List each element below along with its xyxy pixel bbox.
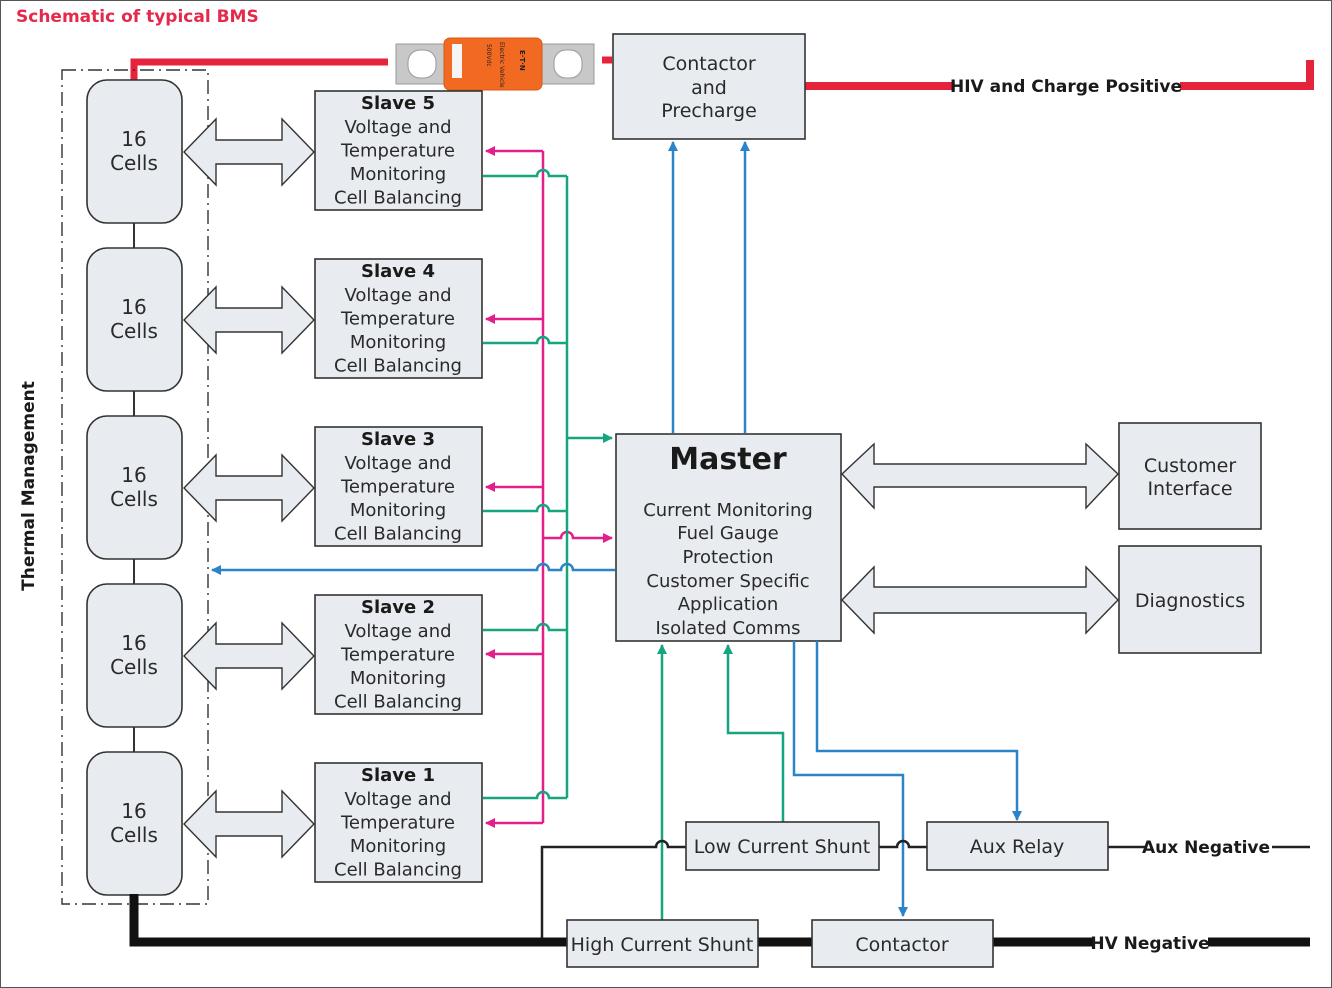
hv-positive-bus (130, 56, 1314, 90)
slave-function: Voltage and (344, 285, 451, 306)
customer-interface-box[interactable]: Customer Interface (1118, 422, 1262, 530)
fuse-icon: E·T·N Electric Vehicle 500Vdc (395, 37, 595, 91)
slave-5-box[interactable]: Slave 5 Voltage andTemperatureMonitoringC… (314, 90, 483, 211)
aux-negative-line (540, 839, 1310, 940)
slave-function: Cell Balancing (334, 188, 462, 209)
fuse-brand: E·T·N (518, 50, 526, 71)
fuse-line1: Electric Vehicle (498, 42, 505, 88)
slave-3-box[interactable]: Slave 3 Voltage andTemperatureMonitoringC… (314, 426, 483, 547)
slave-function: Monitoring (350, 164, 446, 185)
cell-count: 16 (121, 463, 146, 487)
slave-function: Cell Balancing (334, 692, 462, 713)
thermal-management-label: Thermal Management (19, 381, 39, 591)
cell-label: Cells (110, 487, 158, 511)
cell-slave-arrow (183, 789, 315, 859)
cell-count: 16 (121, 295, 146, 319)
slave-function: Temperature (340, 813, 455, 834)
master-feature: Fuel Gauge (677, 523, 778, 544)
slave-function: Voltage and (344, 453, 451, 474)
contactor-precharge-line: Precharge (661, 100, 757, 122)
slave-4-box[interactable]: Slave 4 Voltage andTemperatureMonitoringC… (314, 258, 483, 379)
slave-2-box[interactable]: Slave 2 Voltage andTemperatureMonitoringC… (314, 594, 483, 715)
slave-function: Cell Balancing (334, 524, 462, 545)
slave-name: Slave 1 (361, 765, 435, 786)
cell-slave-arrow (183, 117, 315, 187)
high-current-shunt-label: High Current Shunt (571, 934, 754, 956)
aux-relay-box[interactable]: Aux Relay (926, 821, 1109, 871)
customer-interface-line: Customer (1144, 455, 1236, 477)
slave-function: Cell Balancing (334, 860, 462, 881)
low-current-shunt-box[interactable]: Low Current Shunt (685, 821, 880, 871)
aux-negative-label: Aux Negative (1142, 838, 1270, 858)
master-feature: Application (678, 594, 779, 615)
relay-control-lines (792, 641, 1022, 917)
cell-count: 16 (121, 127, 146, 151)
thermal-control-line (211, 562, 615, 575)
cell-count: 16 (121, 631, 146, 655)
slave-name: Slave 4 (361, 261, 435, 282)
slave-1-box[interactable]: Slave 1 Voltage andTemperatureMonitoringC… (314, 762, 483, 883)
low-current-shunt-label: Low Current Shunt (694, 836, 871, 858)
slave-function: Temperature (340, 645, 455, 666)
slave-function: Voltage and (344, 117, 451, 138)
master-diagnostics-arrow (841, 565, 1119, 635)
slave-function: Temperature (340, 477, 455, 498)
slave-function: Monitoring (350, 668, 446, 689)
slave-function: Monitoring (350, 500, 446, 521)
cell-slave-arrow (183, 285, 315, 355)
contactor-precharge-box[interactable]: Contactor and Precharge (612, 33, 806, 140)
master-feature: Isolated Comms (655, 618, 800, 639)
master-feature: Current Monitoring (643, 500, 813, 521)
hv-positive-label: HIV and Charge Positive (950, 77, 1182, 97)
slave-name: Slave 3 (361, 429, 435, 450)
slave-function: Cell Balancing (334, 356, 462, 377)
contactor-precharge-line: and (691, 77, 727, 99)
master-customer-arrow (841, 442, 1119, 510)
green-data-bus (483, 168, 613, 800)
slave-function: Temperature (340, 309, 455, 330)
master-box[interactable]: Master Current Monitoring Fuel Gauge Pro… (615, 433, 842, 642)
cell-slave-arrow (183, 621, 315, 691)
aux-relay-label: Aux Relay (970, 836, 1065, 858)
diagnostics-box[interactable]: Diagnostics (1118, 545, 1262, 654)
contactor-precharge-line: Contactor (662, 53, 756, 75)
diagram-title: Schematic of typical BMS (16, 7, 259, 27)
master-feature: Protection (682, 547, 773, 568)
cell-label: Cells (110, 823, 158, 847)
hv-negative-label: HV Negative (1090, 934, 1209, 954)
high-current-shunt-box[interactable]: High Current Shunt (566, 919, 759, 968)
precharge-control-lines (668, 141, 750, 433)
fuse-line2: 500Vdc (485, 44, 492, 67)
slave-name: Slave 2 (361, 597, 435, 618)
slave-function: Voltage and (344, 621, 451, 642)
cell-label: Cells (110, 151, 158, 175)
cell-label: Cells (110, 319, 158, 343)
cell-slave-arrow (183, 453, 315, 523)
cell-label: Cells (110, 655, 158, 679)
contactor-label: Contactor (855, 934, 949, 956)
slave-function: Temperature (340, 141, 455, 162)
diagnostics-label: Diagnostics (1135, 590, 1245, 612)
pink-control-bus (485, 146, 613, 828)
customer-interface-line: Interface (1147, 478, 1232, 500)
slave-function: Monitoring (350, 836, 446, 857)
master-feature: Customer Specific (646, 571, 809, 592)
slave-function: Monitoring (350, 332, 446, 353)
contactor-box[interactable]: Contactor (811, 919, 994, 968)
hv-negative-bus (129, 894, 1310, 947)
cell-count: 16 (121, 799, 146, 823)
shunt-sense-lines (657, 644, 785, 920)
slave-name: Slave 5 (361, 93, 435, 114)
slave-function: Voltage and (344, 789, 451, 810)
master-title: Master (669, 442, 787, 477)
